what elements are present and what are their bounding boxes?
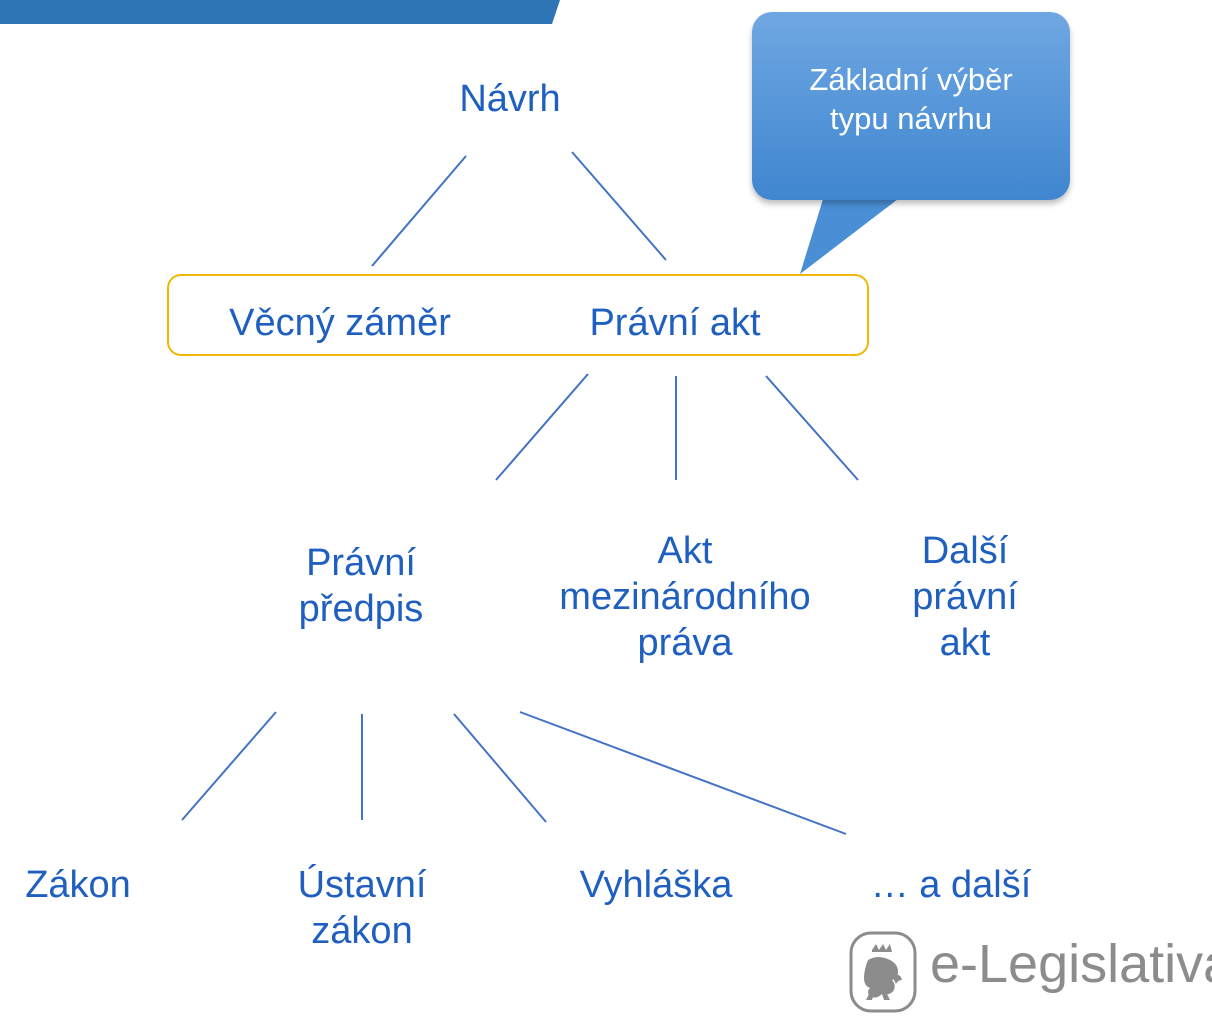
node-root: Návrh	[459, 78, 561, 120]
node-pravni-predpis: Právní předpis	[298, 542, 424, 630]
e-legislativa-logo: e-Legislativa	[848, 930, 1212, 1014]
node-dalsi-pravni-akt: Další právní akt	[912, 530, 1018, 664]
connector-akt-predpis	[495, 373, 589, 481]
node-zakon: Zákon	[25, 864, 131, 906]
node-ustavni-zakon: Ústavní zákon	[297, 864, 427, 952]
node-pravni-akt: Právní akt	[589, 302, 761, 344]
connector-root-vecny	[371, 155, 467, 267]
node-vyhlaska: Vyhláška	[579, 864, 733, 906]
connector-akt-dalsi	[765, 375, 859, 481]
logo-wordmark: e-Legislativa	[930, 934, 1212, 994]
connector-root-pravni-akt	[571, 151, 667, 261]
top-header-band	[0, 0, 560, 24]
node-akt-mezinarodniho-prava: Akt mezinárodního práva	[559, 530, 811, 664]
callout-bubble	[752, 12, 1070, 200]
callout-text: Základní výběr typu návrhu	[809, 62, 1013, 136]
connector-predpis-vyhlaska	[453, 713, 547, 823]
lion-emblem-icon	[849, 931, 917, 1013]
node-a-dalsi: … a další	[870, 864, 1032, 906]
node-vecny-zamer: Věcný záměr	[229, 302, 451, 344]
connector-predpis-zakon	[181, 711, 277, 821]
connector-predpis-dalsi	[519, 711, 847, 835]
selection-highlight-box	[167, 274, 869, 356]
